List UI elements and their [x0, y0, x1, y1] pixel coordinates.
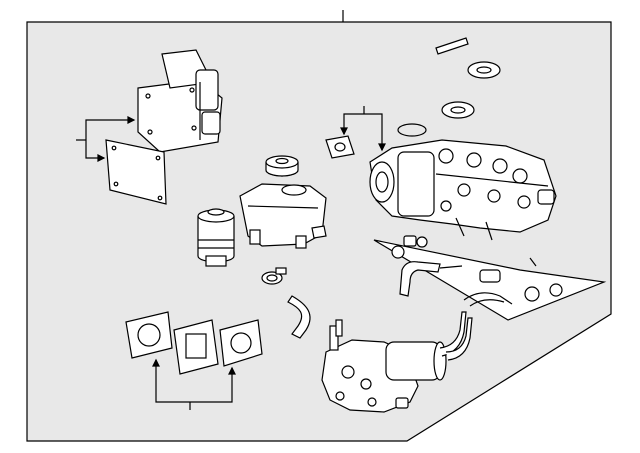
accumulator-filter	[197, 208, 235, 267]
module-gasket	[105, 139, 167, 205]
grommet-upper	[467, 61, 501, 79]
control-module	[137, 49, 223, 153]
reservoir-cap	[265, 155, 299, 177]
o-ring	[397, 123, 427, 137]
module-callout	[76, 116, 136, 162]
mounting-bracket	[325, 135, 355, 159]
bracket-callout	[340, 106, 386, 152]
roll-pin	[435, 37, 469, 55]
reservoir-hose	[287, 295, 311, 339]
pipe-kit-callout	[529, 257, 537, 267]
master-cylinder-booster	[369, 139, 557, 241]
fluid-reservoir	[239, 183, 327, 249]
pipe-kit	[373, 235, 607, 321]
hose-clamp	[261, 267, 287, 285]
grommet-lower	[441, 101, 475, 119]
gasket-callout	[152, 358, 236, 410]
pump-motor-assembly	[321, 311, 473, 413]
gasket-set	[125, 311, 263, 375]
